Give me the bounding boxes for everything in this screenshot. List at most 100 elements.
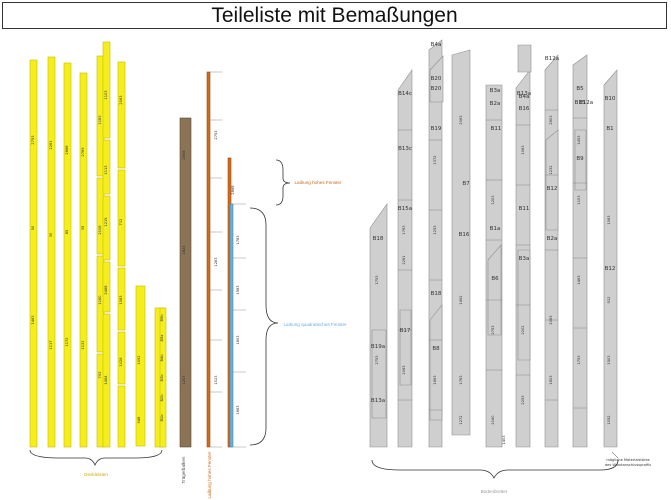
dimension-label: 50: [31, 225, 35, 230]
deckleiste-strip: [117, 267, 126, 331]
dimension-label: 2253: [521, 395, 525, 404]
deckleiste-strip: [117, 61, 126, 169]
dimension-label: 1503: [607, 355, 611, 364]
board-id-label: B3a: [519, 256, 530, 262]
dimension-label: 1023: [214, 375, 218, 384]
dimension-label: 1063: [607, 215, 611, 224]
dimension-label: 2261: [49, 140, 53, 149]
dimension-label: 2753: [31, 135, 35, 144]
dimension-label: 1663: [236, 405, 240, 414]
board-id-label: B12: [547, 186, 558, 192]
dimension-label: 35: [81, 226, 85, 231]
dimension-label: 2868: [65, 145, 69, 155]
dimension-label: 1583: [236, 285, 240, 294]
page-title: Teileliste mit Bemaßungen: [211, 3, 458, 27]
traegerbalken-beam: [179, 117, 192, 448]
laibung-hohes-note: Laibung hohes Fenster: [295, 180, 342, 185]
dimension-label: 2753: [214, 130, 218, 139]
bodenbrett: [429, 304, 443, 421]
board-id-label: B12: [605, 266, 616, 272]
dimension-label: 1783: [236, 235, 240, 244]
dimension-label: 1603: [549, 375, 553, 384]
laibung-quadr-strip: [229, 203, 234, 448]
bodenbrett: [544, 54, 559, 448]
board-id-label: B12a: [545, 56, 559, 62]
bodenbrett: [399, 309, 412, 386]
dimension-label: 1753: [375, 275, 379, 284]
deckleiste-strip: [117, 169, 126, 267]
deckleisten-brace: [29, 449, 163, 467]
dimension-label: 1823: [182, 245, 186, 254]
board-id-label: B1: [606, 126, 613, 132]
dimension-label: 1453: [577, 135, 581, 144]
dimension-label: 2063: [459, 115, 463, 124]
dimension-label: 712: [119, 219, 123, 226]
dimension-label: 1253: [433, 225, 437, 234]
dimension-label: 2261: [402, 255, 406, 264]
bodenbrett: [545, 129, 559, 231]
deckleiste-strip: [117, 385, 126, 448]
board-id-label: B10: [605, 96, 616, 102]
dimension-label: 1052: [607, 415, 611, 424]
bodenbrett: [517, 44, 532, 73]
deckleiste-strip: [102, 41, 111, 139]
board-id-label: B11: [519, 206, 530, 212]
bodenbrett: [451, 49, 471, 436]
dimension-label: 1663: [433, 375, 437, 384]
board-id-label: B11: [491, 126, 502, 132]
board-id-label: B18: [373, 236, 384, 242]
dimension-label: 1283: [214, 257, 218, 266]
deckleiste-strip: [102, 261, 111, 313]
dimension-label: 1203: [491, 195, 495, 204]
dimension-label: 1803: [236, 335, 240, 344]
dimension-label: 30: [49, 232, 53, 237]
footnote-line: mögliche Materialstärke: [606, 458, 650, 462]
laibung-hohes-caption: Laibung hohes Fenster: [207, 451, 212, 498]
dimension-label: 1103: [577, 195, 581, 204]
board-id-label: B4a: [519, 94, 530, 100]
dimension-label: 2753: [375, 355, 379, 364]
deckleiste-strip: [102, 139, 111, 195]
dimension-label: 2868: [231, 185, 235, 195]
dimension-label: 1203: [182, 375, 186, 384]
bodenbretter-caption: Bodenbretter: [481, 489, 508, 494]
dimension-label: 1215: [104, 217, 108, 226]
dimension-label: 793: [98, 372, 102, 379]
deckleiste-strip: [29, 59, 38, 448]
part-label: B1b: [160, 414, 164, 422]
deckleiste-strip: [117, 331, 126, 385]
dimension-label: 1132: [81, 340, 85, 349]
dimension-label: 1232: [549, 165, 553, 174]
board-id-label: B5: [576, 86, 584, 92]
bodenbrett: [572, 54, 588, 448]
board-id-label: B20: [431, 76, 442, 82]
title-box: Teileliste mit Bemaßungen: [2, 2, 667, 29]
dimension-label: 1183: [98, 115, 102, 124]
dimension-label: 1063: [521, 145, 525, 154]
dimension-label: 2753: [491, 325, 495, 334]
board-id-label: B13c: [398, 146, 412, 152]
deckleiste-strip: [63, 62, 72, 448]
footnote-arrow: [611, 451, 619, 459]
board-id-label: B4a: [431, 42, 442, 48]
dimension-label: 2108: [98, 225, 102, 235]
deckleiste-strip: [102, 313, 111, 448]
board-id-label: B6: [491, 276, 499, 282]
board-id-label: B13a: [371, 398, 385, 404]
dimension-label: 1463: [31, 315, 35, 324]
dimension-label: 1172: [65, 337, 69, 346]
board-id-label: B1a: [490, 226, 501, 232]
board-id-label: B16: [459, 232, 470, 238]
part-label: B5b: [160, 314, 164, 322]
dimension-label: 2063: [402, 365, 406, 374]
board-id-label: B19a: [371, 344, 385, 350]
dimension-label: 85: [65, 230, 69, 235]
board-id-label: B15: [575, 100, 586, 106]
board-id-label: B20: [431, 86, 442, 92]
dimension-label: 1763: [402, 225, 406, 234]
dimension-label: 1463: [577, 275, 581, 284]
dimension-label: 2063: [549, 315, 553, 324]
board-id-label: B15a: [398, 206, 412, 212]
bodenbrett: [371, 329, 387, 419]
